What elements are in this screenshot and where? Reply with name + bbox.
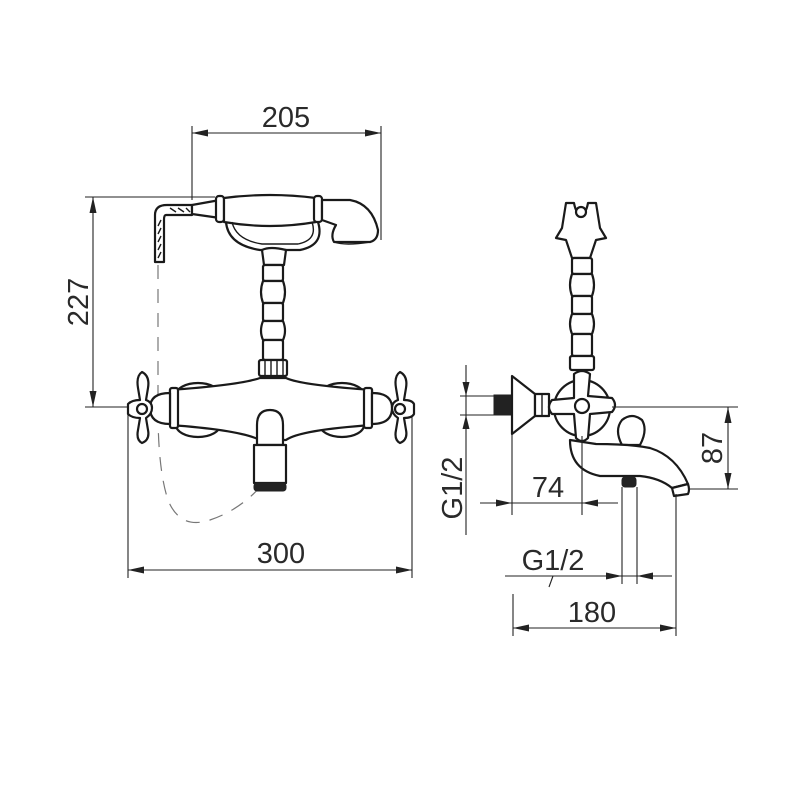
hose-connector xyxy=(153,203,194,264)
dimension-227: 227 xyxy=(63,196,215,408)
dim-label-g12-horizontal: G1/2 xyxy=(522,545,585,577)
dimension-205: 205 xyxy=(191,102,382,240)
shower-column xyxy=(257,246,289,378)
side-column xyxy=(568,256,596,372)
dim-label-205: 205 xyxy=(262,102,310,134)
dim-label-74: 74 xyxy=(532,472,564,504)
side-cross-handle xyxy=(547,369,617,443)
side-view: G1/2 74 87 G1/2 xyxy=(437,201,738,636)
cross-handle-left xyxy=(126,370,154,445)
dimension-g12-vertical: G1/2 xyxy=(437,365,494,535)
dim-label-300: 300 xyxy=(257,538,305,570)
dimension-g12-horizontal: G1/2 xyxy=(505,545,672,588)
side-wall-connection xyxy=(493,374,551,436)
dimension-87: 87 xyxy=(612,406,738,490)
shower-hook xyxy=(554,201,608,260)
hose-dashed xyxy=(157,265,263,524)
side-spout xyxy=(568,414,691,498)
hand-shower xyxy=(190,193,380,252)
dim-label-227: 227 xyxy=(63,278,95,326)
dimension-74: 74 xyxy=(480,434,618,515)
dimension-180: 180 xyxy=(512,494,677,636)
dimension-300: 300 xyxy=(127,410,413,578)
dim-label-180: 180 xyxy=(568,597,616,629)
cross-handle-right xyxy=(390,370,416,445)
front-view: 205 227 300 xyxy=(63,102,416,578)
spout-front xyxy=(252,408,288,492)
dim-label-87: 87 xyxy=(697,432,729,464)
dim-label-g12-vertical: G1/2 xyxy=(437,457,469,520)
